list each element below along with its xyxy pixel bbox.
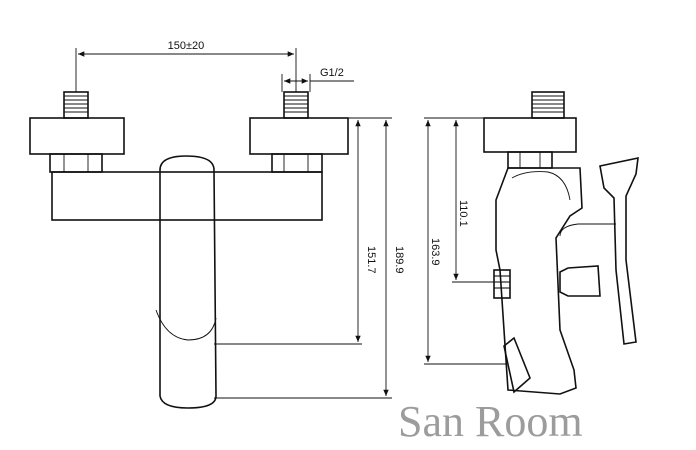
- left-flange: [29, 117, 125, 155]
- side-lever: [599, 156, 639, 345]
- side-body: [495, 167, 583, 395]
- side-lever-link: [559, 223, 616, 237]
- dimension-front-large: 189.9: [383, 120, 405, 396]
- dimension-side-small: 110.1: [453, 120, 469, 280]
- lever-handle: [159, 155, 217, 409]
- right-flange: [249, 117, 349, 155]
- dimension-front-small: 151.7: [355, 120, 377, 342]
- right-nut: [271, 153, 323, 173]
- spout-curve: [155, 309, 217, 341]
- left-thread-pipe: [63, 91, 89, 119]
- dimension-thread-label: G1/2: [320, 67, 344, 79]
- watermark-text: San Room: [398, 397, 583, 446]
- dimension-side-small-label: 110.1: [457, 200, 469, 227]
- mixer-body: [51, 171, 323, 221]
- dimension-thread: G1/2: [281, 67, 354, 92]
- dimension-front-small-label: 151.7: [365, 246, 377, 274]
- dimension-front-large-label: 189.9: [393, 246, 405, 274]
- side-knob: [559, 265, 601, 297]
- side-spout: [503, 336, 531, 394]
- side-diverter-stem: [493, 269, 511, 299]
- side-view: 163.9 110.1: [424, 91, 639, 395]
- dimension-spacing: 150±20: [75, 40, 297, 92]
- side-body-curve: [511, 171, 571, 201]
- dimension-spacing-label: 150±20: [168, 40, 205, 52]
- front-view: 150±20 G1/2: [29, 40, 405, 409]
- right-thread-pipe: [283, 91, 309, 119]
- side-nut: [507, 151, 553, 169]
- dimension-side-large: 163.9: [425, 120, 441, 362]
- side-flange: [483, 117, 577, 153]
- left-nut: [49, 153, 103, 173]
- side-thread-pipe: [531, 91, 565, 119]
- dimension-side-large-label: 163.9: [429, 238, 441, 266]
